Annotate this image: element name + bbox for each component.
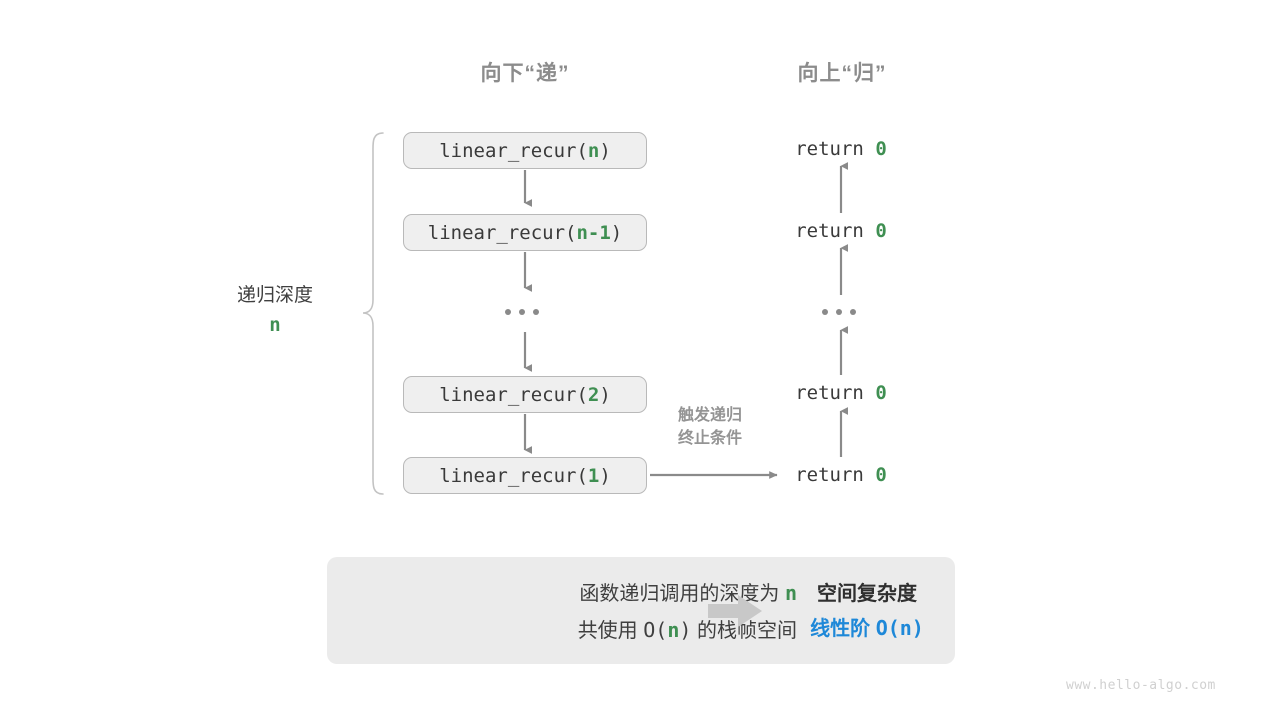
base-case-note: 触发递归 终止条件: [600, 404, 820, 450]
call-box-2[interactable]: linear_recur(2): [403, 376, 647, 413]
call-box-n-suffix: ): [599, 139, 611, 162]
descend-ellipsis-icon: [505, 309, 539, 315]
return-value-third: 0: [875, 382, 887, 404]
summary-right-value: 线性阶 O(n): [779, 611, 955, 646]
call-box-n-prefix: linear_recur(: [439, 139, 588, 162]
summary-left-line2-b: O(: [643, 618, 668, 642]
call-box-1-arg: 1: [587, 464, 600, 487]
return-value-top: 0: [875, 138, 887, 160]
call-box-1-suffix: ): [599, 464, 611, 487]
return-label-second: return 0: [741, 220, 941, 242]
right-block-arrow-icon: [708, 595, 762, 627]
summary-left-line1: 函数递归调用的深度为 n: [367, 575, 797, 612]
return-keyword-top: return: [795, 138, 864, 160]
base-case-note-line1: 触发递归: [677, 407, 742, 424]
base-case-note-line2: 终止条件: [677, 430, 742, 447]
call-box-n-minus-1-arg: n-1: [576, 221, 611, 244]
recursion-depth-label: 递归深度 n: [195, 282, 355, 340]
summary-right-title: 空间复杂度: [817, 583, 917, 605]
watermark: www.hello-algo.com: [1066, 678, 1216, 693]
call-box-n-minus-1-prefix: linear_recur(: [427, 221, 577, 244]
summary-panel: 函数递归调用的深度为 n 共使用 O(n) 的栈帧空间 空间复杂度 线性阶 O(…: [327, 557, 955, 664]
call-box-1-prefix: linear_recur(: [439, 464, 588, 487]
call-box-1[interactable]: linear_recur(1): [403, 457, 647, 494]
summary-left-line2-a: 共使用: [577, 620, 638, 642]
return-keyword-base: return: [795, 464, 864, 486]
call-box-2-suffix: ): [599, 383, 611, 406]
ascend-ellipsis-icon: [822, 309, 856, 315]
recursion-depth-text: 递归深度: [236, 285, 313, 306]
call-box-2-arg: 2: [587, 383, 600, 406]
summary-right-value-bigo: O(n): [875, 616, 924, 640]
return-label-top: return 0: [741, 138, 941, 160]
call-box-n-minus-1[interactable]: linear_recur(n-1): [403, 214, 647, 251]
call-box-2-prefix: linear_recur(: [439, 383, 588, 406]
depth-brace: [362, 132, 384, 495]
return-value-second: 0: [875, 220, 887, 242]
call-box-n[interactable]: linear_recur(n): [403, 132, 647, 169]
recursion-depth-variable: n: [269, 314, 281, 336]
return-keyword-second: return: [795, 220, 864, 242]
summary-left-line2-var: n: [667, 618, 680, 642]
summary-right-block: 空间复杂度 线性阶 O(n): [779, 577, 955, 646]
summary-left-line1-var: n: [784, 581, 797, 605]
summary-left-text: 函数递归调用的深度为 n 共使用 O(n) 的栈帧空间: [367, 575, 797, 649]
header-descend: 向下“递”: [480, 62, 570, 85]
return-keyword-third: return: [795, 382, 864, 404]
header-ascend: 向上“归”: [797, 62, 887, 85]
summary-left-line2-d: 的栈帧空间: [697, 620, 797, 642]
summary-left-line2-c: ): [679, 618, 692, 642]
call-box-n-minus-1-suffix: ): [610, 221, 623, 244]
summary-right-value-order: 线性阶: [810, 618, 871, 640]
summary-left-line1-text: 函数递归调用的深度为: [579, 583, 780, 605]
return-label-third: return 0: [741, 382, 941, 404]
summary-left-line2: 共使用 O(n) 的栈帧空间: [367, 612, 797, 649]
return-label-base: return 0: [741, 464, 941, 486]
return-value-base: 0: [875, 464, 887, 486]
call-box-n-arg: n: [587, 139, 600, 162]
